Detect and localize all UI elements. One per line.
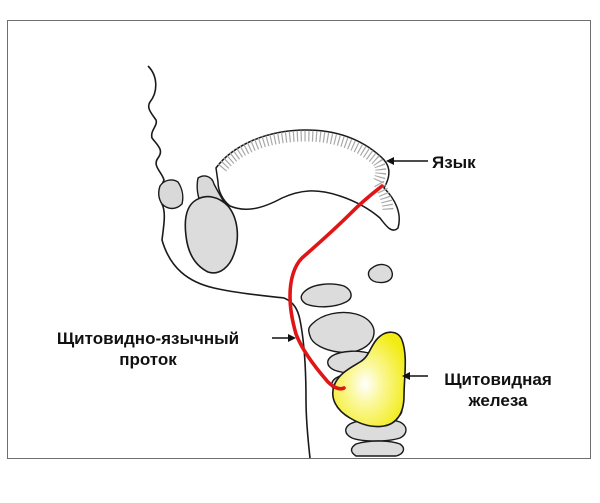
hyoid-bone	[301, 284, 351, 307]
mandible	[185, 197, 237, 273]
gland-pointer-arrow	[402, 372, 428, 380]
upper-incisor	[159, 180, 183, 209]
duct-pointer-arrow	[272, 334, 296, 342]
duct-label: Щитовидно-язычный проток	[22, 328, 274, 370]
tongue-pointer-arrow	[386, 157, 428, 165]
gland-label-line2: железа	[432, 390, 564, 411]
epiglottis	[369, 265, 393, 283]
duct-label-line1: Щитовидно-язычный	[22, 328, 274, 349]
tongue-label: Язык	[432, 152, 476, 173]
gland-label: Щитовидная железа	[432, 369, 564, 411]
duct-label-line2: проток	[22, 349, 274, 370]
gland-label-line1: Щитовидная	[432, 369, 564, 390]
thyroid-cartilage	[309, 312, 374, 352]
tongue-label-text: Язык	[432, 152, 476, 173]
tracheal-ring-3	[352, 441, 404, 456]
